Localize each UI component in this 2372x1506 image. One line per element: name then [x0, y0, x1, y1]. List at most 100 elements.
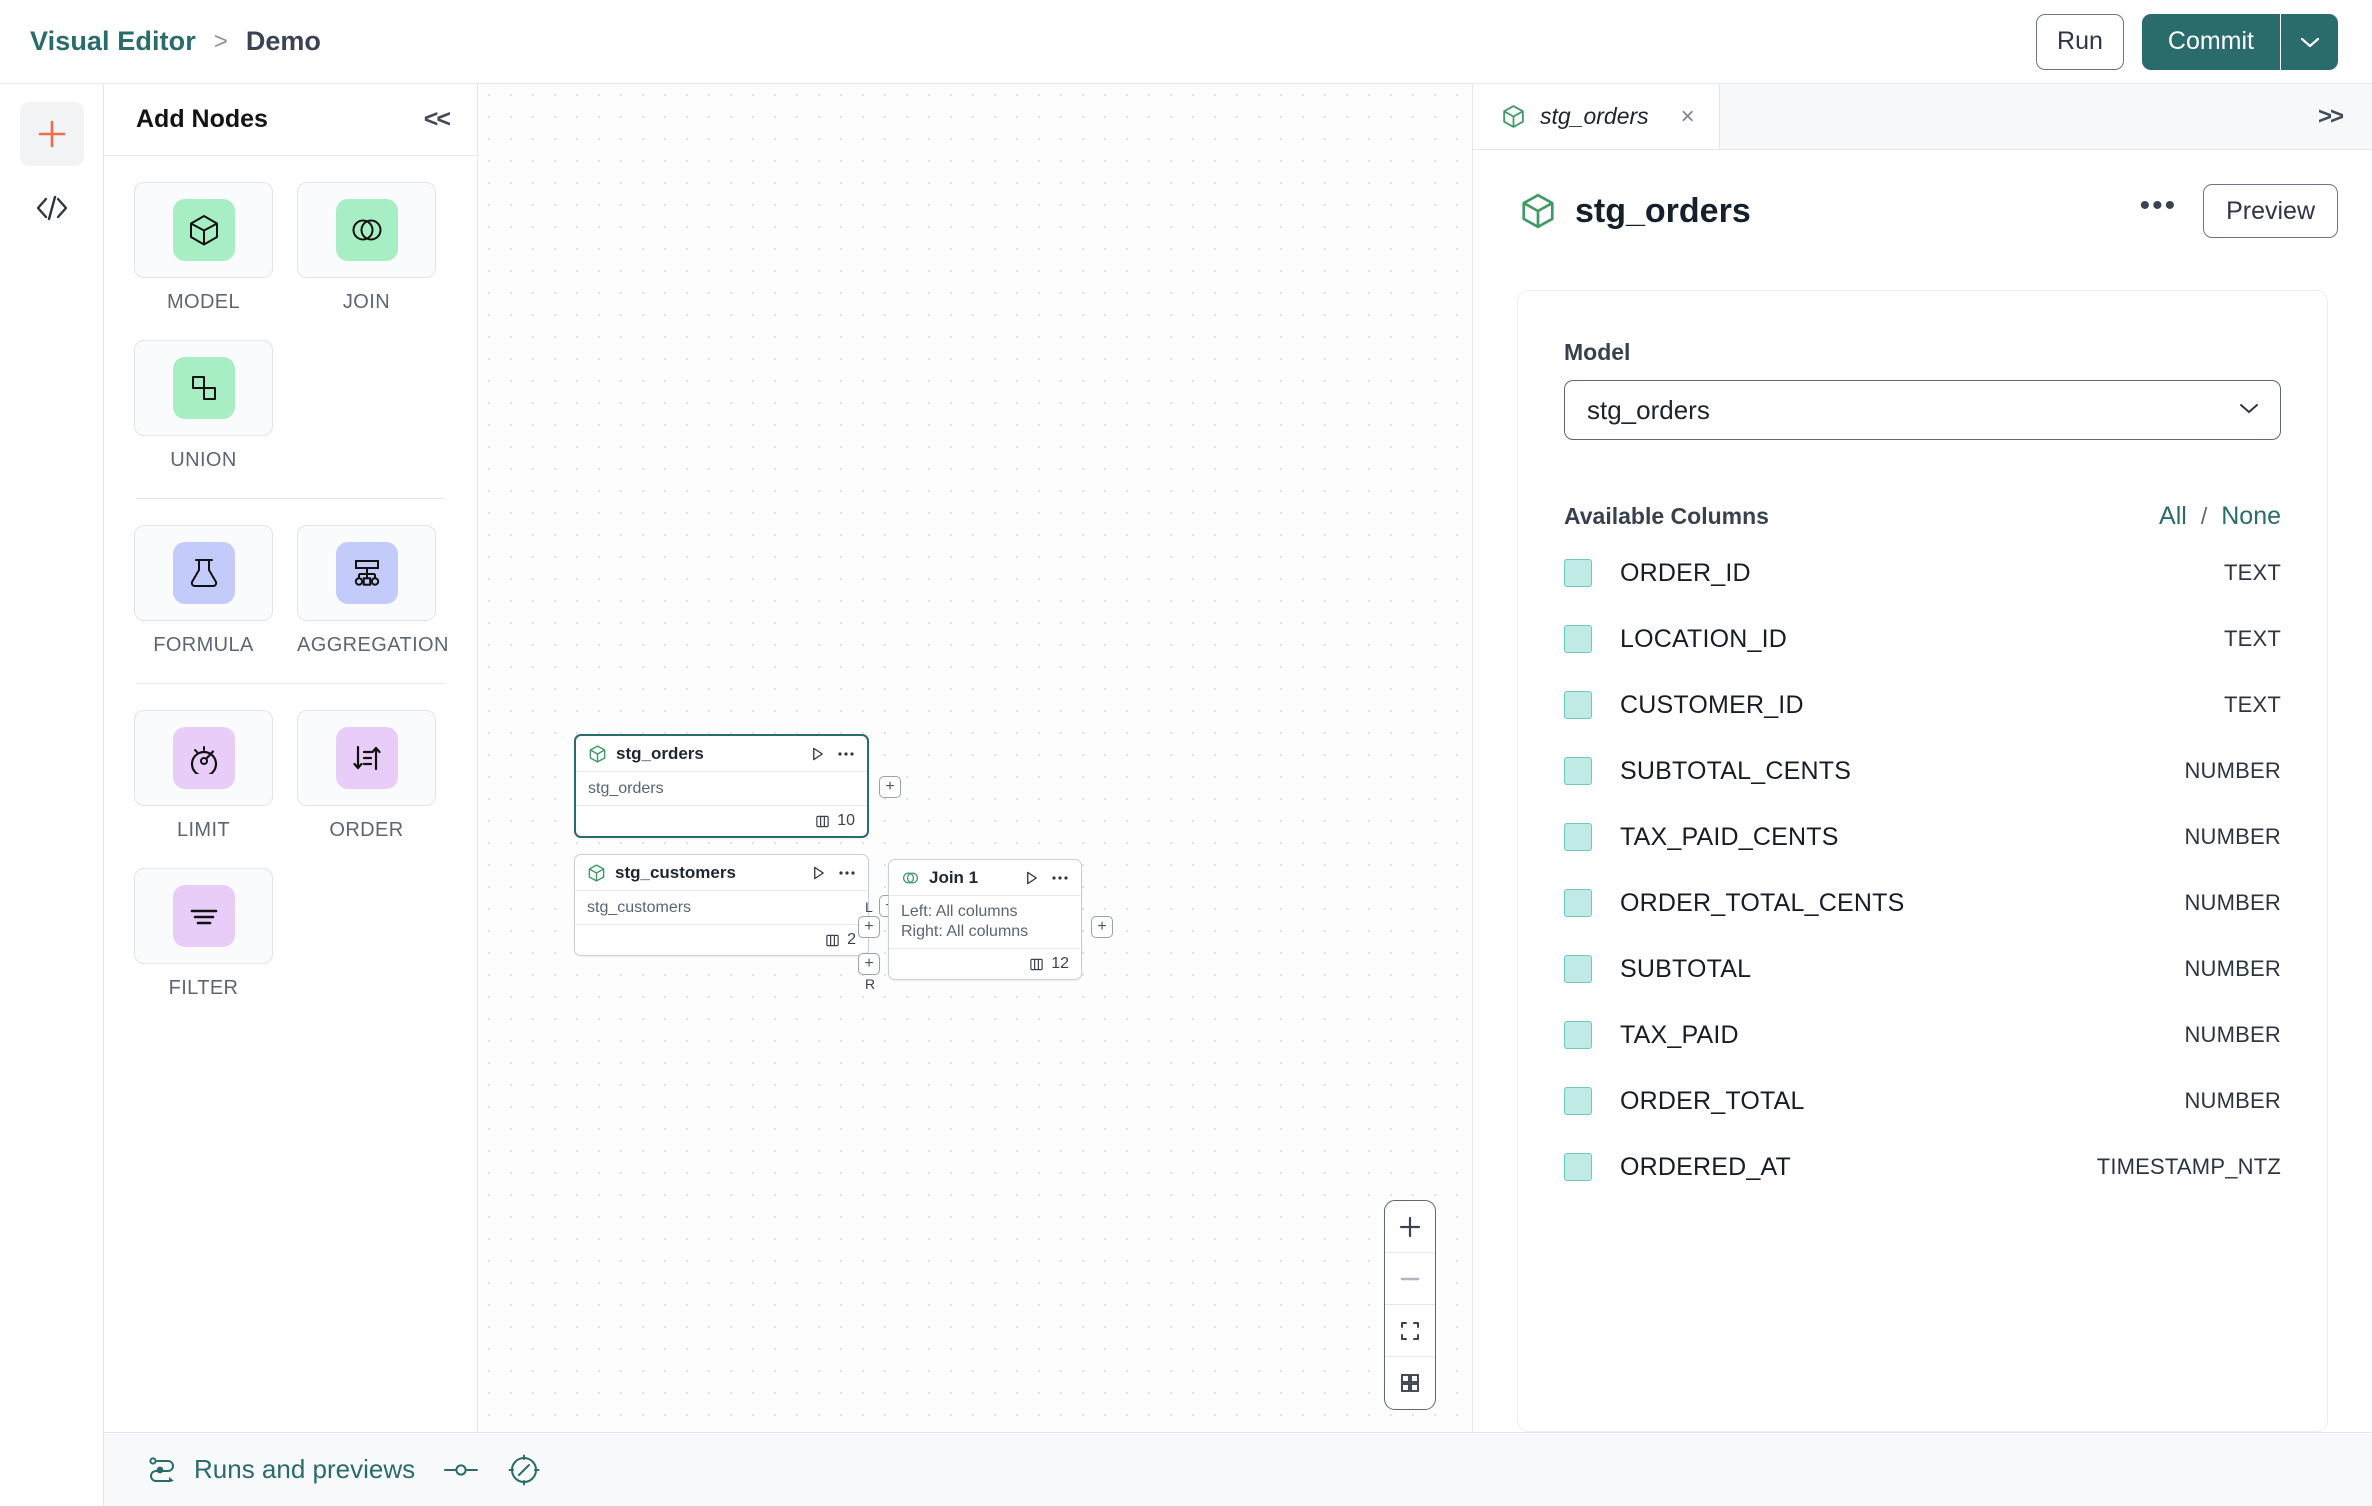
column-row[interactable]: ORDERED_AT TIMESTAMP_NTZ	[1564, 1143, 2281, 1191]
canvas-node-stg-orders[interactable]: stg_orders stg_orders 10 +	[574, 734, 901, 838]
more-options-icon[interactable]	[837, 751, 855, 757]
column-name: TAX_PAID_CENTS	[1620, 822, 1839, 851]
tab-bar-filler: >>	[1720, 84, 2372, 149]
column-checkbox[interactable]	[1564, 625, 1592, 653]
select-none-link[interactable]: None	[2221, 502, 2281, 530]
model-select[interactable]: stg_orders	[1564, 380, 2281, 440]
fit-view-button[interactable]	[1385, 1305, 1435, 1357]
chevron-down-icon	[2300, 37, 2319, 47]
column-name: TAX_PAID	[1620, 1020, 1739, 1049]
node-column-count: 12	[1051, 955, 1069, 972]
column-row[interactable]: ORDER_ID TEXT	[1564, 549, 2281, 597]
node-tile-filter[interactable]	[134, 868, 273, 964]
minimap-icon	[1401, 1374, 1419, 1392]
tab-stg-orders[interactable]: stg_orders ×	[1473, 84, 1720, 149]
node-tile-aggregation[interactable]	[297, 525, 436, 621]
add-nodes-header: Add Nodes <<	[104, 84, 477, 156]
node-footer: 10	[576, 806, 867, 836]
node-tile-formula[interactable]	[134, 525, 273, 621]
node-tile-union[interactable]	[134, 340, 273, 436]
commit-button[interactable]: Commit	[2141, 13, 2280, 70]
join-left-input-port[interactable]: +	[858, 916, 880, 938]
commit-dropdown-button[interactable]	[2280, 13, 2338, 70]
node-option-model[interactable]: MODEL	[134, 182, 273, 314]
code-rail-button[interactable]	[20, 176, 84, 240]
join-right-input-port[interactable]: +	[858, 953, 880, 975]
more-options-icon[interactable]: •••	[2139, 189, 2178, 222]
column-checkbox[interactable]	[1564, 823, 1592, 851]
column-checkbox[interactable]	[1564, 1021, 1592, 1049]
breadcrumb: Visual Editor > Demo	[30, 26, 321, 57]
node-tile-order[interactable]	[297, 710, 436, 806]
node-option-filter[interactable]: FILTER	[134, 868, 273, 1000]
columns-list: ORDER_ID TEXT LOCATION_ID TEXT CUSTOMER_…	[1564, 549, 2281, 1191]
column-row[interactable]: TAX_PAID NUMBER	[1564, 1011, 2281, 1059]
node-option-order[interactable]: ORDER	[297, 710, 436, 842]
node-header: stg_orders	[576, 736, 867, 772]
node-option-join[interactable]: JOIN	[297, 182, 436, 314]
column-type: TEXT	[2223, 560, 2281, 585]
column-row[interactable]: SUBTOTAL NUMBER	[1564, 945, 2281, 993]
column-checkbox[interactable]	[1564, 757, 1592, 785]
column-row[interactable]: LOCATION_ID TEXT	[1564, 615, 2281, 663]
canvas-node-join-1[interactable]: Join 1 Left: All columns Right: All colu…	[858, 859, 1113, 992]
column-checkbox[interactable]	[1564, 955, 1592, 983]
play-icon[interactable]	[1024, 870, 1039, 886]
more-options-icon[interactable]	[838, 870, 856, 876]
column-checkbox[interactable]	[1564, 889, 1592, 917]
node-tile-limit[interactable]	[134, 710, 273, 806]
node-output-port[interactable]: +	[879, 776, 901, 798]
column-checkbox[interactable]	[1564, 1087, 1592, 1115]
select-all-link[interactable]: All	[2159, 502, 2187, 530]
column-checkbox[interactable]	[1564, 691, 1592, 719]
add-node-rail-button[interactable]	[19, 102, 84, 166]
canvas-node-stg-customers[interactable]: stg_customers stg_customers 2 +	[574, 854, 901, 956]
canvas-zoom-controls	[1384, 1200, 1436, 1410]
breadcrumb-root[interactable]: Visual Editor	[30, 26, 196, 56]
node-label: FILTER	[168, 977, 239, 999]
column-checkbox[interactable]	[1564, 559, 1592, 587]
bottom-bar: Runs and previews	[104, 1432, 2372, 1506]
node-label: ORDER	[329, 819, 404, 841]
collapse-panel-button[interactable]: <<	[423, 105, 451, 133]
column-type: TIMESTAMP_NTZ	[2096, 1154, 2281, 1179]
plus-icon	[38, 120, 65, 148]
top-bar-actions: Run Commit	[2036, 13, 2338, 70]
column-row[interactable]: ORDER_TOTAL_CENTS NUMBER	[1564, 879, 2281, 927]
column-type: NUMBER	[2184, 890, 2281, 915]
compass-button[interactable]	[507, 1453, 541, 1487]
close-icon[interactable]: ×	[1680, 102, 1695, 130]
node-header-actions	[1024, 870, 1069, 886]
column-checkbox[interactable]	[1564, 1153, 1592, 1181]
top-bar: Visual Editor > Demo Run Commit	[0, 0, 2372, 84]
node-option-limit[interactable]: LIMIT	[134, 710, 273, 842]
node-option-formula[interactable]: FORMULA	[134, 525, 273, 657]
preview-button[interactable]: Preview	[2203, 184, 2338, 238]
run-button[interactable]: Run	[2036, 13, 2124, 70]
node-body: Left: All columns Right: All columns	[889, 896, 1081, 949]
model-field-label: Model	[1564, 339, 1631, 365]
column-row[interactable]: CUSTOMER_ID TEXT	[1564, 681, 2281, 729]
node-option-aggregation[interactable]: AGGREGATION	[297, 525, 448, 657]
column-row[interactable]: ORDER_TOTAL NUMBER	[1564, 1077, 2281, 1125]
column-row[interactable]: SUBTOTAL_CENTS NUMBER	[1564, 747, 2281, 795]
node-tile-join[interactable]	[297, 182, 436, 278]
runs-and-previews-button[interactable]: Runs and previews	[146, 1454, 415, 1485]
expand-panel-button[interactable]: >>	[2317, 102, 2344, 130]
flow-canvas[interactable]: stg_orders stg_orders 10 +	[478, 84, 1473, 1432]
node-footer: 2	[575, 925, 868, 955]
chevron-down-icon	[2238, 401, 2260, 420]
toggle-button[interactable]	[441, 1460, 481, 1480]
zoom-out-button[interactable]	[1385, 1253, 1435, 1305]
add-nodes-panel: Add Nodes << MODEL	[104, 84, 478, 1506]
column-type: TEXT	[2223, 626, 2281, 651]
zoom-in-button[interactable]	[1385, 1201, 1435, 1253]
node-tile-model[interactable]	[134, 182, 273, 278]
play-icon[interactable]	[810, 746, 825, 762]
column-row[interactable]: TAX_PAID_CENTS NUMBER	[1564, 813, 2281, 861]
minimap-button[interactable]	[1385, 1357, 1435, 1409]
node-option-union[interactable]: UNION	[134, 340, 273, 472]
join-output-port[interactable]: +	[1091, 916, 1113, 938]
more-options-icon[interactable]	[1051, 875, 1069, 881]
play-icon[interactable]	[811, 865, 826, 881]
